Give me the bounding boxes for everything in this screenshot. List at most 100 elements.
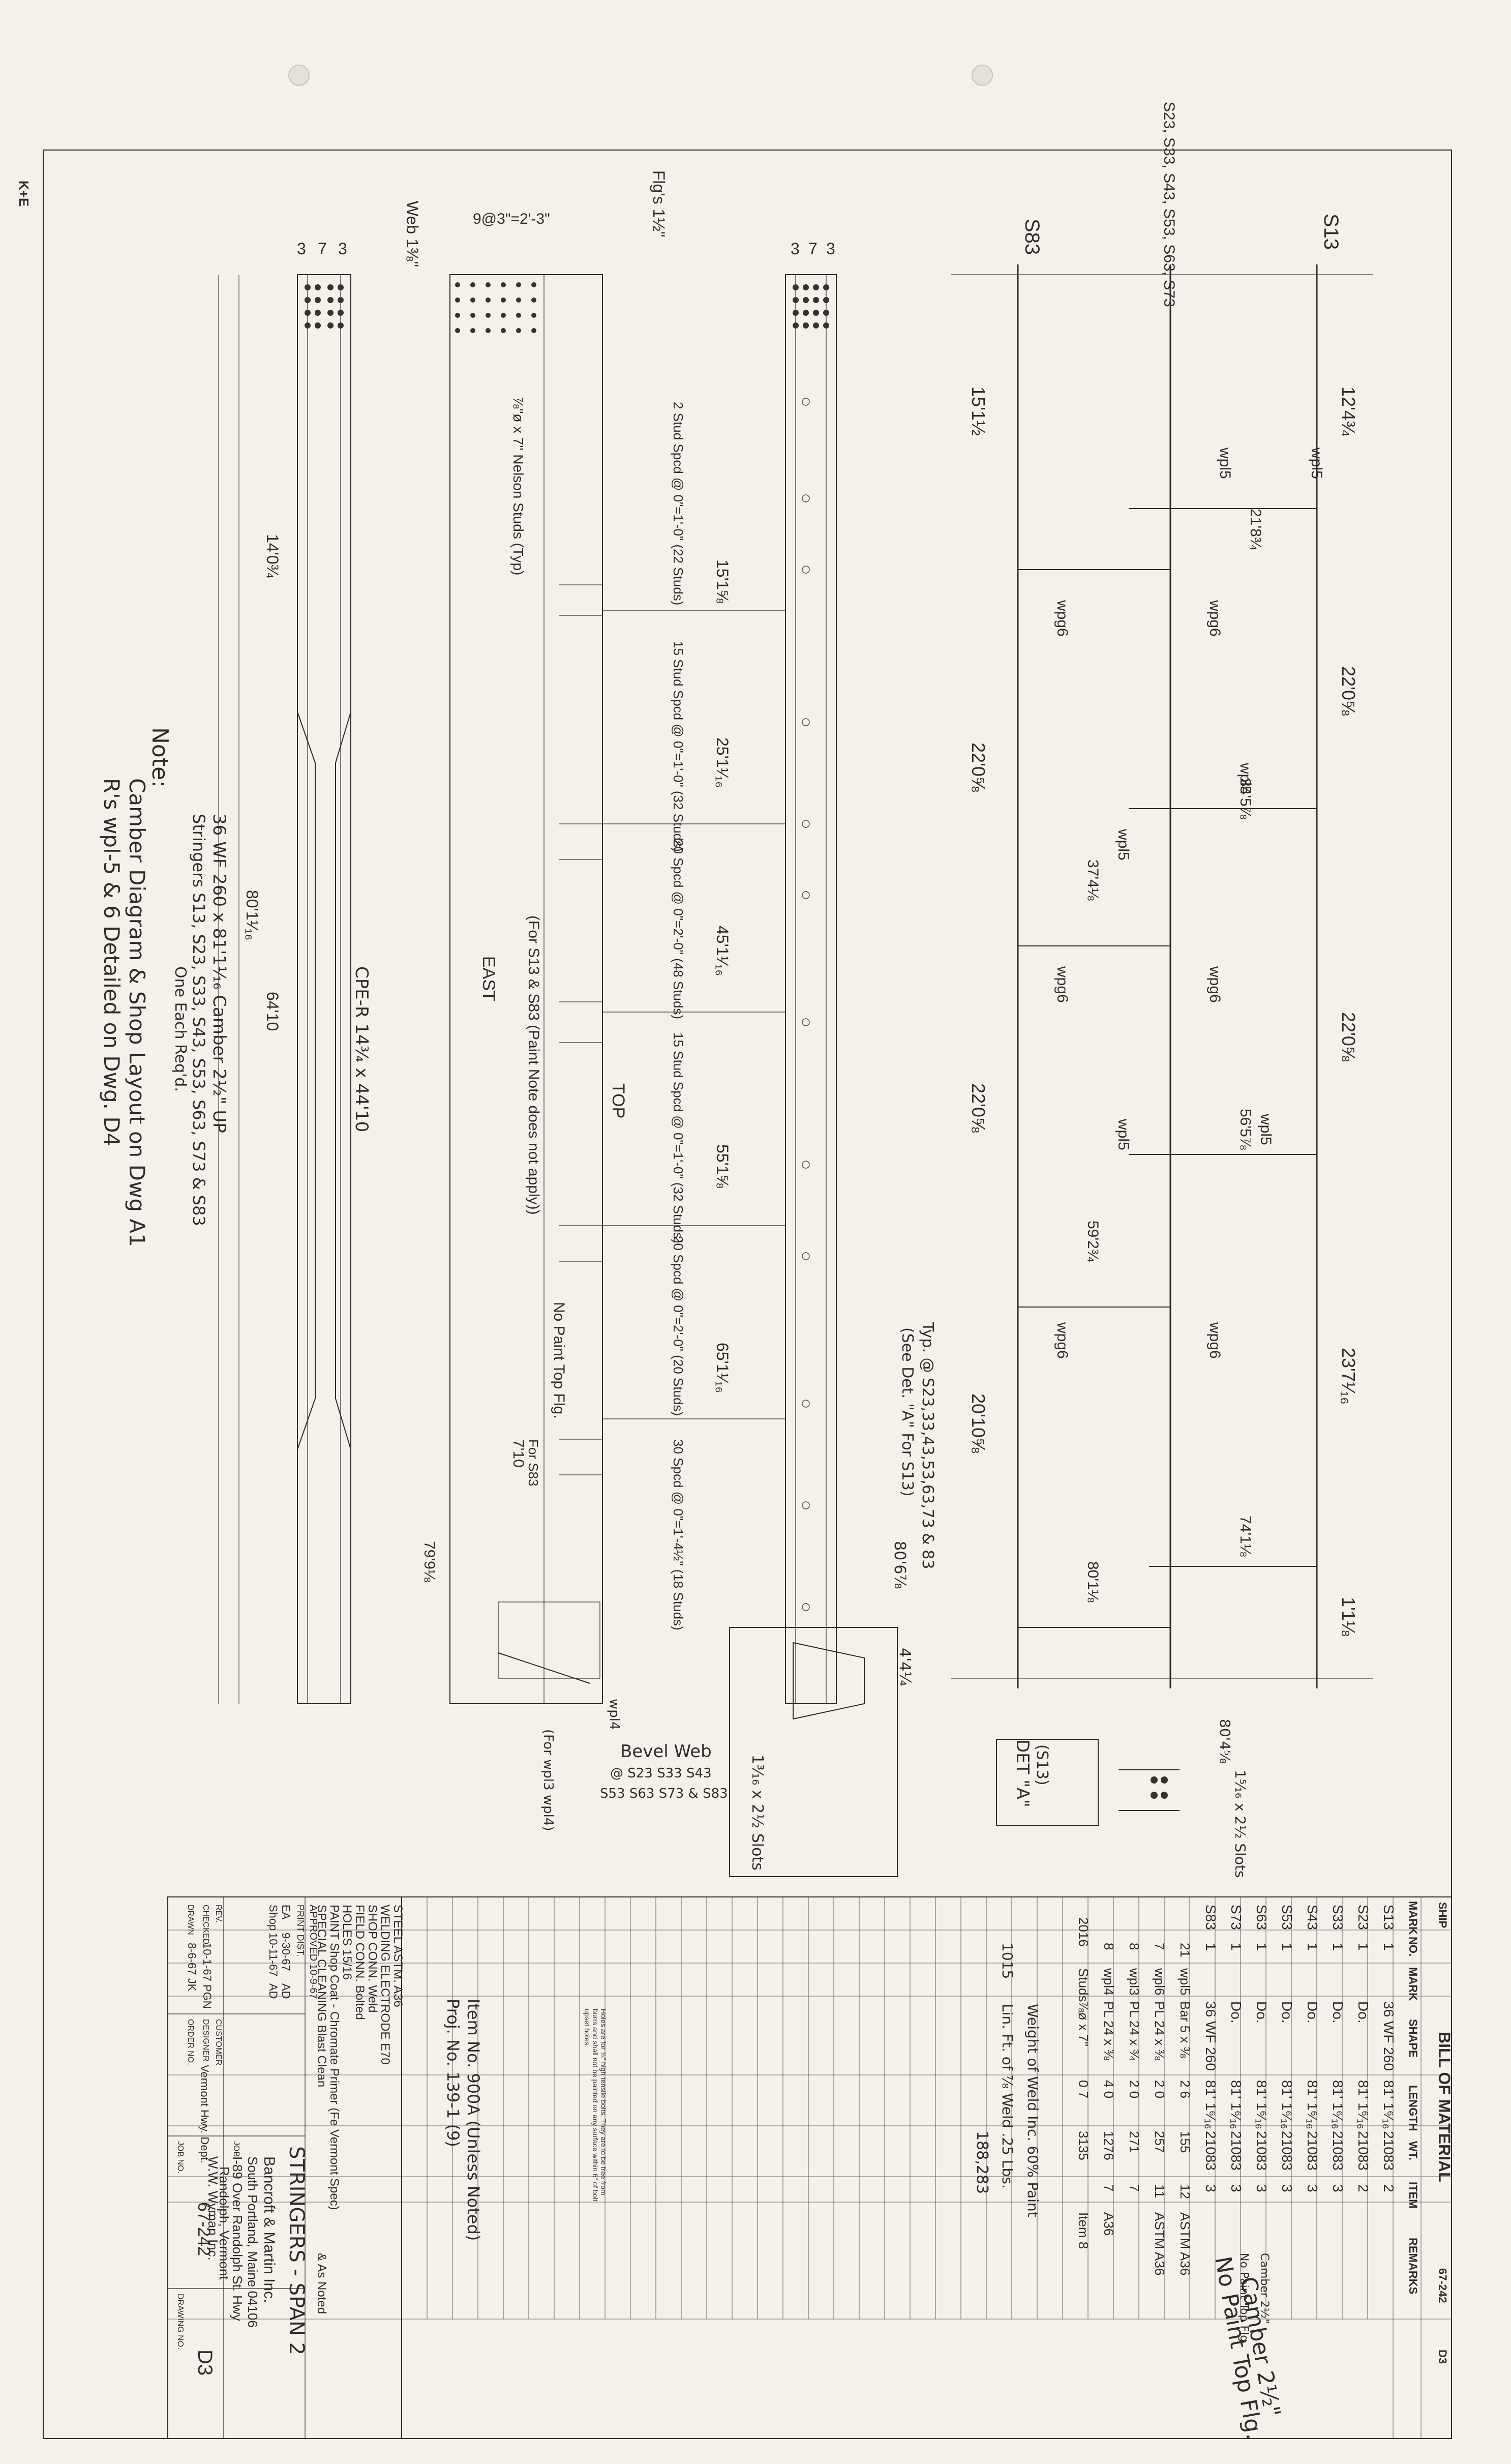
plan-dim-mid: 37'4⅛ bbox=[1084, 859, 1101, 901]
customer: W.W. Wyman Inc. bbox=[205, 2156, 221, 2261]
stringer-elevation: Web 1⅜" Flg's 1½" 9@3"=2'-3" 3 7 3 3 7 3… bbox=[171, 170, 1249, 1878]
bom-row-wt: 21083 bbox=[1330, 2131, 1346, 2171]
bom-piece-shape: PL 24 x ¾ bbox=[1127, 2001, 1142, 2060]
bom-row-mark: S53 bbox=[1279, 1905, 1295, 1930]
bom-row-wt: 21083 bbox=[1254, 2131, 1270, 2171]
bom-row-item: 3 bbox=[1228, 2184, 1244, 2192]
plan-dim: 22'0⅝ bbox=[968, 743, 989, 792]
bom-piece-mark: wpl6 bbox=[1152, 1968, 1167, 1995]
bom-row-shape: Do. bbox=[1330, 2001, 1346, 2024]
bom-row-item: 3 bbox=[1279, 2184, 1295, 2192]
station: 15'1⅝ bbox=[713, 559, 732, 604]
spec-steel: STEEL ASTM. A36 bbox=[391, 1905, 405, 2007]
plan-dim-mid: 21'8¾ bbox=[1247, 509, 1264, 550]
gauge: 3 bbox=[791, 240, 800, 258]
holes-note-wrapper: Holes are for ⅞" high tensile bolts. The… bbox=[583, 2009, 608, 2202]
bom-row-item: 2 bbox=[1381, 2184, 1397, 2192]
spec-welding: WELDING ELECTRODE E70 bbox=[378, 1905, 392, 2065]
bom-row-item: 3 bbox=[1254, 2184, 1270, 2192]
bom-row-no: 1 bbox=[1381, 1943, 1397, 1951]
bom-piece-wt: 257 bbox=[1152, 2131, 1167, 2153]
wpl5-label: wpl5 bbox=[1237, 762, 1254, 794]
bom-row-shape: 36 WF 260 bbox=[1381, 2001, 1397, 2071]
bom-row-length: 81' 1⁶⁄₁₆ bbox=[1330, 2080, 1346, 2129]
bom-header: ITEM bbox=[1407, 2182, 1419, 2209]
stud-group: 2 Stud Spcd @ 0"=1'-0" (22 Studs) bbox=[671, 402, 686, 605]
wpl3-label: (For wpl3 wpl4) bbox=[540, 1729, 556, 1831]
dist-row: AD bbox=[267, 1983, 280, 1999]
plan-dim-mid: 59'2¾ bbox=[1084, 1221, 1101, 1262]
bill-of-material: SHIP BILL OF MATERIAL 67-242 D3 MARK NO.… bbox=[167, 1896, 1454, 2439]
bevel-web-3: S53 S63 S73 & S83 bbox=[600, 1786, 728, 1801]
bom-row-item: 3 bbox=[1330, 2184, 1346, 2192]
dim-80-det: 80'4⅝ bbox=[1217, 1719, 1233, 1764]
slots2-label: 1⁵⁄₁₆ x 2½ Slots bbox=[1232, 1770, 1249, 1878]
gauge: 3 bbox=[297, 240, 306, 258]
bom-row-mark: S83 bbox=[1203, 1905, 1219, 1930]
stringers-text: Stringers S13, S23, S33, S43, S53, S63, … bbox=[189, 814, 208, 1226]
bom-header: WT. bbox=[1407, 2141, 1419, 2160]
bom-piece-mark: Studs bbox=[1076, 1968, 1091, 2002]
bom-row-wt: 21083 bbox=[1228, 2131, 1244, 2171]
top-flange-outline bbox=[449, 274, 603, 1704]
punch-hole bbox=[972, 65, 993, 86]
spec-as-noted: & As Noted bbox=[315, 2253, 328, 2314]
holes-note: Holes are for ⅞" high tensile bolts. The… bbox=[583, 2009, 608, 2202]
bom-piece-remark: Item 8 bbox=[1076, 2212, 1091, 2249]
spec-paint: PAINT Shop Coat - Chromate Primer (Fe Ve… bbox=[327, 1905, 341, 2210]
plan-dim-mid: 80'1⅛ bbox=[1084, 1561, 1101, 1603]
dim-80-main: 80'1¹⁄₁₆ bbox=[243, 890, 261, 940]
wpl6-label: wpg6 bbox=[1054, 1322, 1071, 1359]
detail-a-outline bbox=[996, 1739, 1099, 1826]
bom-row-length: 81' 1⁶⁄₁₆ bbox=[1305, 2080, 1320, 2129]
web-elevation bbox=[297, 274, 351, 1704]
drawing-no: D3 bbox=[194, 2350, 216, 2376]
bom-row-no: 1 bbox=[1330, 1943, 1346, 1951]
wpl4-label: wpl4 bbox=[607, 1699, 622, 1730]
stringer-label-typ: S23, S33, S43, S53, S63, S73 bbox=[1161, 102, 1177, 307]
bom-header: REMARKS bbox=[1407, 2238, 1419, 2294]
bom-piece-length: 0 7 bbox=[1076, 2080, 1091, 2098]
bom-row-length: 81' 1⁶⁄₁₆ bbox=[1355, 2080, 1371, 2129]
corner-mark: K+E bbox=[16, 181, 32, 206]
bom-row-shape: 36 WF 260 bbox=[1203, 2001, 1219, 2071]
bom-piece-shape: Bar 5 x ⅜ bbox=[1177, 2001, 1193, 2058]
bom-row-shape: Do. bbox=[1355, 2001, 1371, 2024]
gauge: 3 bbox=[826, 240, 835, 258]
plan-view: S83 S23, S33, S43, S53, S63, S73 S13 wpl… bbox=[891, 102, 1373, 1688]
bom-row-item: 2 bbox=[1355, 2184, 1371, 2192]
dim-14: 14'0¾ bbox=[263, 534, 282, 579]
bom-row-item: 3 bbox=[1305, 2184, 1320, 2192]
bom-piece-no: 21 bbox=[1177, 1943, 1193, 1957]
weight-note: Weight of Weld Inc. 60% Paint bbox=[1024, 2004, 1041, 2217]
dist-row: 9-30-67 bbox=[280, 1933, 292, 1971]
job-desc-2: Randolph, Vermont bbox=[217, 2166, 232, 2280]
designer: Vermont Hwy. Dept. bbox=[198, 2065, 211, 2163]
studs-label: ⅞"ø x 7" Nelson Studs (Typ) bbox=[510, 397, 526, 575]
bom-row-length: 81' 1⁶⁄₁₆ bbox=[1228, 2080, 1244, 2129]
bom-row-length: 81' 1⁶⁄₁₆ bbox=[1279, 2080, 1295, 2129]
station: 65'1¹⁄₁₆ bbox=[713, 1343, 732, 1393]
address: South Portland, Maine 04106 bbox=[245, 2156, 260, 2328]
bom-header: NO. bbox=[1407, 1937, 1419, 1956]
bom-row-wt: 21083 bbox=[1305, 2131, 1320, 2171]
plan-dim: 23'7¹⁄₁₆ bbox=[1338, 1348, 1359, 1405]
east-label: EAST bbox=[479, 956, 498, 1001]
weight-num: 1015 bbox=[999, 1943, 1016, 1979]
order-label: ORDER NO. bbox=[186, 2019, 195, 2065]
wpl6-label: wpg6 bbox=[1054, 600, 1071, 637]
bom-piece-remark: A36 bbox=[1101, 2212, 1116, 2236]
bom-piece-item: 7 bbox=[1101, 2184, 1116, 2191]
bom-row-length: 81' 1⁶⁄₁₆ bbox=[1254, 2080, 1270, 2129]
bom-row-no: 1 bbox=[1305, 1943, 1320, 1951]
bom-dwg-no: D3 bbox=[1436, 2350, 1449, 2364]
designer-label: DESIGNER bbox=[201, 2019, 210, 2062]
dim-64: 64'10 bbox=[263, 992, 282, 1031]
bom-ship-label: SHIP bbox=[1436, 1902, 1449, 1928]
wpl5-label: wpl5 bbox=[1217, 447, 1233, 479]
bom-piece-no: 8 bbox=[1127, 1943, 1142, 1950]
bom-job-no: 67-242 bbox=[1436, 2268, 1449, 2303]
bom-header: MARK bbox=[1407, 1967, 1419, 2001]
spec-cleaning: SPECIAL CLEANING Blast Clean bbox=[315, 1905, 328, 2087]
